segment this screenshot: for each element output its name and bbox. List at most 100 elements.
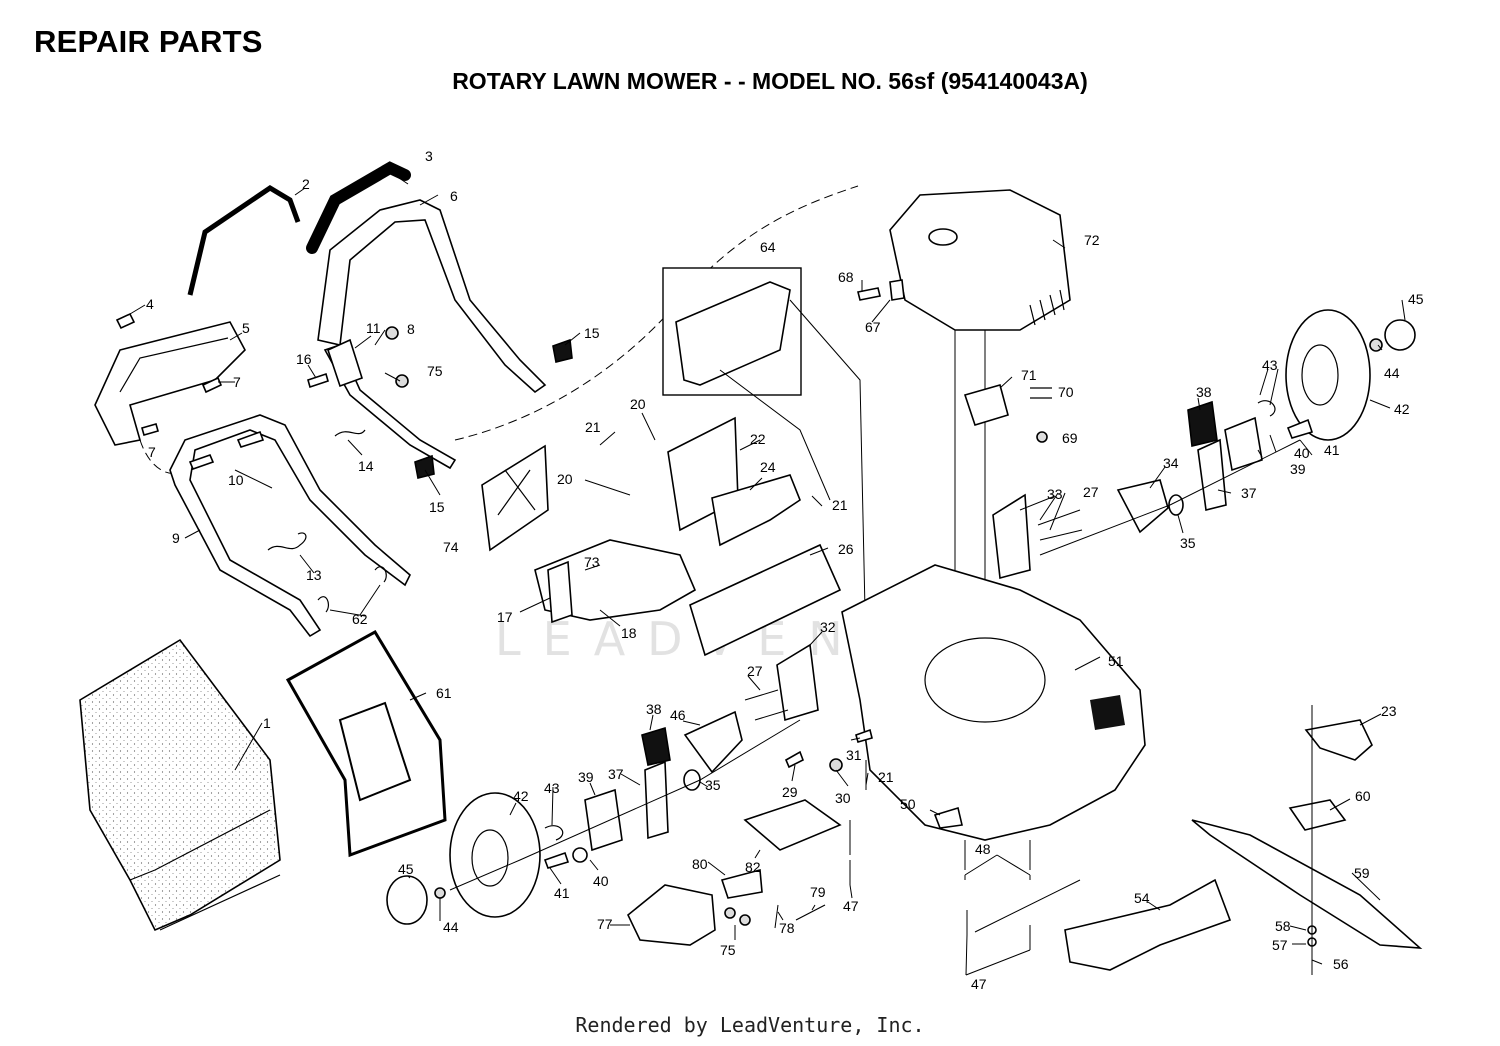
part-37-height-arm-left <box>644 760 669 840</box>
part-64-leader <box>789 299 866 611</box>
callout-64: 64 <box>760 239 776 255</box>
callout-3: 3 <box>425 148 433 164</box>
callout-44b: 44 <box>443 919 459 935</box>
callout-74: 74 <box>443 539 459 555</box>
part-32-front-bracket <box>776 643 819 722</box>
part-9-lower-handle <box>169 414 411 638</box>
part-15-knob-lower <box>414 454 435 479</box>
part-1-grass-bag <box>79 638 281 932</box>
part-40-41-right <box>1286 418 1314 439</box>
part-27-bolts <box>744 509 1083 721</box>
part-62-clip <box>317 566 387 613</box>
part-79-spring <box>795 904 826 921</box>
callout-42b: 42 <box>513 788 529 804</box>
part-26-rear-door <box>689 543 842 657</box>
callout-22: 22 <box>750 431 766 447</box>
callout-30: 30 <box>835 790 851 806</box>
part-59-blade <box>1191 819 1423 949</box>
part-64-leader-b <box>719 369 831 501</box>
callout-27b: 27 <box>747 663 763 679</box>
callout-10: 10 <box>228 472 244 488</box>
part-75-nut <box>395 374 409 388</box>
callout-23: 23 <box>1381 703 1397 719</box>
callout-32: 32 <box>820 619 836 635</box>
callout-29: 29 <box>782 784 798 800</box>
callout-21a: 21 <box>585 419 601 435</box>
part-54-baffle <box>1064 878 1232 971</box>
callout-47b: 47 <box>971 976 987 992</box>
callout-8: 8 <box>407 321 415 337</box>
callout-50: 50 <box>900 796 916 812</box>
footer-credit: Rendered by LeadVenture, Inc. <box>575 1013 925 1037</box>
callout-60: 60 <box>1355 788 1371 804</box>
part-46-quadrant-left <box>683 710 743 774</box>
callout-38b: 38 <box>646 701 662 717</box>
callout-38a: 38 <box>1196 384 1212 400</box>
callout-2: 2 <box>302 176 310 192</box>
part-13-clip <box>267 532 307 551</box>
callout-79: 79 <box>810 884 826 900</box>
callout-7b: 7 <box>148 444 156 460</box>
part-29-bolt <box>784 750 805 769</box>
part-37-height-arm-right <box>1197 438 1227 511</box>
part-45-hubcap-right <box>1384 319 1416 351</box>
part-45-hubcap-left <box>386 875 428 925</box>
part-17-bracket <box>547 560 573 624</box>
left-axle-leader <box>449 719 801 891</box>
deck-mount-leaders <box>849 820 1081 933</box>
part-75-nut-b <box>739 914 751 926</box>
part-14-clip <box>334 429 366 437</box>
callout-51: 51 <box>1108 653 1124 669</box>
callout-13: 13 <box>306 567 322 583</box>
callout-39a: 39 <box>1290 461 1306 477</box>
callout-11: 11 <box>366 320 381 336</box>
part-39-bracket-left <box>584 788 623 852</box>
part-78-pin <box>774 904 779 929</box>
callout-77: 77 <box>597 916 613 932</box>
callout-1: 1 <box>263 715 271 731</box>
callout-71: 71 <box>1021 367 1037 383</box>
callout-35b: 35 <box>705 777 721 793</box>
part-75-nut-a <box>724 907 736 919</box>
callout-9: 9 <box>172 530 180 546</box>
callout-70: 70 <box>1058 384 1074 400</box>
callout-40a: 40 <box>1294 445 1310 461</box>
callout-35a: 35 <box>1180 535 1196 551</box>
callout-75b: 75 <box>720 942 736 958</box>
part-67-clip <box>889 279 905 301</box>
callout-5: 5 <box>242 320 250 336</box>
part-51-deck-opening <box>924 637 1046 723</box>
part-7-screw-b <box>141 423 159 436</box>
part-35-spacer-left <box>683 769 701 791</box>
part-41-bolt-left <box>543 851 570 869</box>
part-82-shield <box>743 799 842 851</box>
part-43-washers-left <box>544 825 564 841</box>
callout-68: 68 <box>838 269 854 285</box>
part-61-frame-inner <box>338 701 412 802</box>
part-16-bolt <box>307 372 329 389</box>
part-72-engine <box>889 189 1071 331</box>
callout-15b: 15 <box>429 499 445 515</box>
part-7-screw-a <box>201 376 223 394</box>
part-61-bag-frame <box>285 629 447 858</box>
part-50-plug <box>933 806 963 829</box>
part-43-washers-right <box>1257 400 1276 417</box>
part-60-blade-adapter <box>1288 799 1347 831</box>
callout-78: 78 <box>779 920 795 936</box>
part-74-plate-detail <box>497 469 536 516</box>
part-51-deck-vent <box>1090 695 1125 730</box>
callout-17: 17 <box>497 609 513 625</box>
part-15-knob-upper <box>552 338 573 363</box>
callout-41b: 41 <box>554 885 570 901</box>
callout-54: 54 <box>1134 890 1150 906</box>
part-10-bolt-a <box>188 453 215 471</box>
callout-41a: 41 <box>1324 442 1340 458</box>
callout-14: 14 <box>358 458 374 474</box>
part-24-chute <box>711 474 801 547</box>
part-80-bracket <box>720 868 763 899</box>
part-39-bracket-right <box>1224 416 1263 472</box>
part-6-upper-handle <box>317 199 547 394</box>
callout-62: 62 <box>352 611 368 627</box>
callout-57: 57 <box>1272 937 1288 953</box>
part-42-wheel-right <box>1285 309 1371 441</box>
